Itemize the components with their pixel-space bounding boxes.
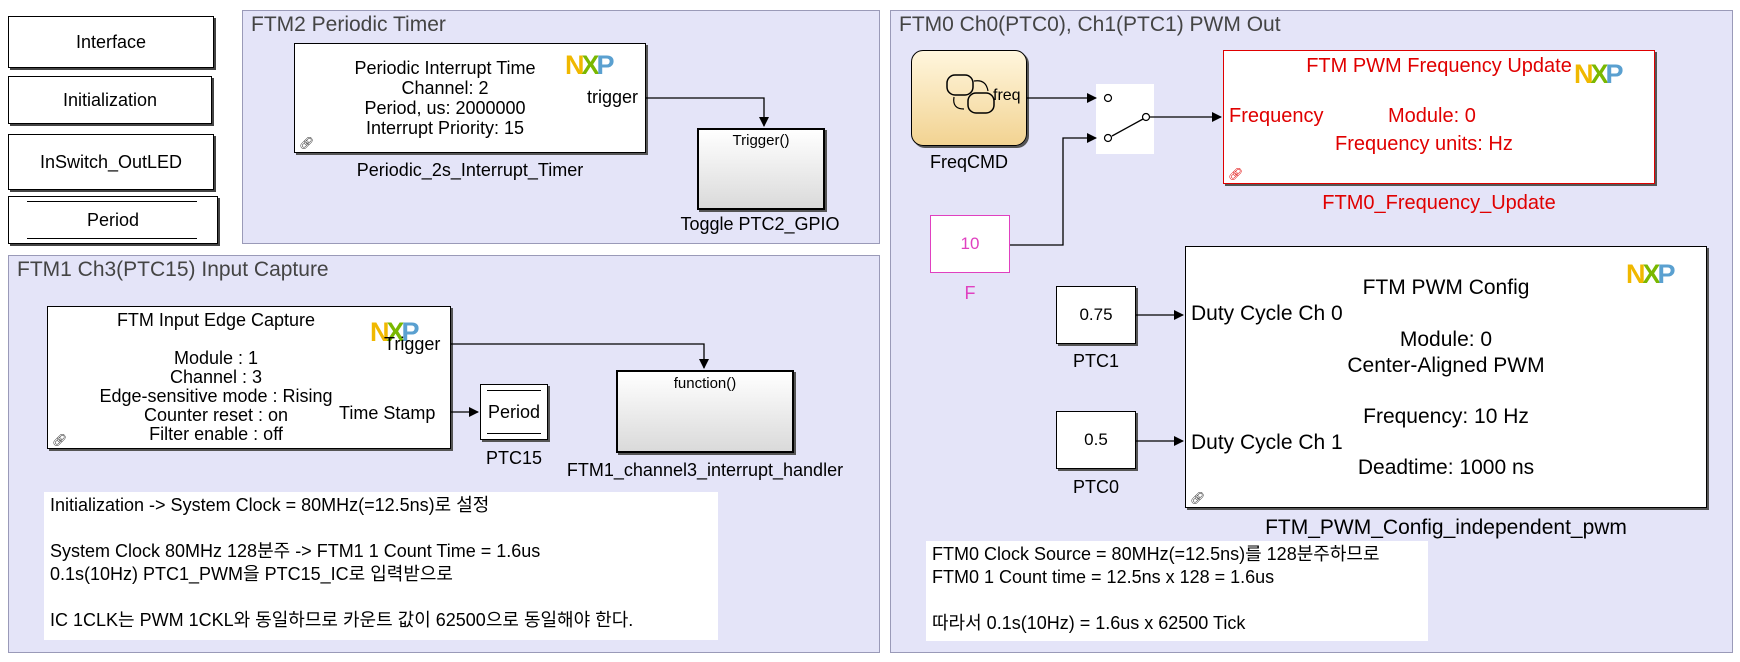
capture-title: FTM Input Edge Capture	[116, 310, 316, 330]
freq-update-title: FTM PWM Frequency Update	[1306, 55, 1572, 77]
ptc0-constant-name: PTC0	[1072, 477, 1119, 497]
frequency-update-block[interactable]: FTM PWM Frequency Update NXP Frequency M…	[1223, 50, 1655, 184]
pwm-duty-ch1-port: Duty Cycle Ch 1	[1191, 431, 1343, 454]
ptc1-constant-value: 0.75	[1079, 305, 1113, 324]
periodic-timer-name: Periodic_2s_Interrupt_Timer	[356, 160, 584, 180]
timer-line-4: Interrupt Priority: 15	[365, 118, 525, 138]
interrupt-handler-subsystem[interactable]: function()	[616, 370, 794, 453]
nxp-logo-icon: NXP	[1574, 59, 1624, 89]
freq-update-module: Module: 0	[1388, 105, 1476, 127]
wire-constant-f	[1010, 133, 1097, 246]
ftm1-note-line-3: System Clock 80MHz 128분주 -> FTM1 1 Count…	[50, 541, 541, 561]
freq-update-units: Frequency units: Hz	[1335, 133, 1513, 155]
toggle-gpio-name: Toggle PTC2_GPIO	[680, 214, 840, 234]
library-link-icon: 🔗︎	[1190, 491, 1206, 505]
ptc1-constant-block[interactable]: 0.75	[1056, 286, 1136, 344]
freq-update-frequency-port: Frequency	[1229, 105, 1324, 127]
capture-trigger-port: Trigger	[384, 334, 441, 354]
ftm1-note-line-4: 0.1s(10Hz) PTC1_PWM을 PTC15_IC로 입력받으로	[50, 564, 453, 584]
periodic-timer-block[interactable]: Periodic Interrupt Time Channel: 2 Perio…	[294, 43, 646, 153]
wire-capture-trigger	[451, 343, 709, 369]
period-block[interactable]: Period	[480, 384, 548, 440]
freqcmd-stateflow-chart[interactable]: freq	[911, 50, 1027, 146]
capture-timestamp-port: Time Stamp	[339, 403, 436, 423]
ftm1-note-line-6: IC 1CLK는 PWM 1CKL와 동일하므로 카운트 값이 62500으로 …	[50, 610, 634, 630]
period-button[interactable]: Period	[8, 196, 218, 244]
ptc0-constant-block[interactable]: 0.5	[1056, 411, 1136, 469]
pwm-config-name: FTM_PWM_Config_independent_pwm	[1265, 516, 1627, 539]
ftm2-area-title: FTM2 Periodic Timer	[251, 13, 446, 36]
freqcmd-name: FreqCMD	[929, 152, 1008, 172]
library-link-icon: 🔗︎	[52, 433, 68, 447]
ftm0-note-line-4: 따라서 0.1s(10Hz) = 1.6us x 62500 Tick	[932, 613, 1246, 633]
wire-timer-trigger	[646, 97, 769, 127]
pwm-config-title: FTM PWM Config	[1362, 276, 1530, 299]
pwm-duty-ch0-port: Duty Cycle Ch 0	[1191, 302, 1343, 325]
state-chart-icon	[946, 74, 995, 114]
timer-trigger-port: trigger	[587, 87, 639, 107]
initialization-button[interactable]: Initialization	[8, 76, 212, 124]
interface-button[interactable]: Interface	[8, 16, 214, 68]
frequency-update-name: FTM0_Frequency_Update	[1322, 192, 1556, 214]
capture-line-2: Channel : 3	[169, 367, 263, 387]
inswitch-outled-button[interactable]: InSwitch_OutLED	[8, 134, 214, 190]
ftm0-note-line-2: FTM0 1 Count time = 12.5ns x 128 = 1.6us	[932, 567, 1275, 587]
pwm-config-frequency: Frequency: 10 Hz	[1363, 405, 1529, 428]
nxp-logo-icon: NXP	[565, 50, 615, 80]
capture-line-3: Edge-sensitive mode : Rising	[99, 386, 333, 406]
period-block-name: PTC15	[485, 448, 543, 468]
toggle-trigger-header: Trigger()	[732, 132, 790, 149]
ftm0-annotation: FTM0 Clock Source = 80MHz(=12.5ns)를 128분…	[926, 541, 1428, 641]
input-capture-block[interactable]: FTM Input Edge Capture Module : 1 Channe…	[47, 306, 451, 449]
constant-f-name: F	[964, 283, 976, 303]
capture-line-4: Counter reset : on	[143, 405, 289, 425]
ftm1-annotation: Initialization -> System Clock = 80MHz(=…	[44, 492, 718, 640]
handler-function-header: function()	[673, 375, 737, 392]
nxp-logo-icon: NXP	[1626, 259, 1676, 289]
library-link-icon: 🔗︎	[299, 136, 315, 150]
library-link-icon: 🔗︎	[1228, 167, 1244, 181]
toggle-gpio-subsystem[interactable]: Trigger()	[697, 128, 825, 210]
pwm-config-block[interactable]: FTM PWM Config NXP Duty Cycle Ch 0 Modul…	[1185, 246, 1707, 508]
ftm0-note-line-1: FTM0 Clock Source = 80MHz(=12.5ns)를 128분…	[932, 544, 1380, 564]
ptc1-constant-name: PTC1	[1072, 351, 1119, 371]
ftm0-area-title: FTM0 Ch0(PTC0), Ch1(PTC1) PWM Out	[899, 13, 1281, 36]
timer-line-2: Channel: 2	[401, 78, 489, 98]
interrupt-handler-name: FTM1_channel3_interrupt_handler	[566, 460, 844, 480]
pwm-config-deadtime: Deadtime: 1000 ns	[1357, 456, 1535, 479]
period-button-label: Period	[86, 209, 140, 230]
capture-line-5: Filter enable : off	[149, 424, 283, 444]
pwm-config-mode: Center-Aligned PWM	[1347, 354, 1545, 377]
ftm1-note-line-1: Initialization -> System Clock = 80MHz(=…	[50, 495, 490, 515]
pwm-config-module: Module: 0	[1399, 328, 1493, 351]
timer-line-3: Period, us: 2000000	[364, 98, 526, 118]
capture-line-1: Module : 1	[173, 348, 259, 368]
ftm1-area-title: FTM1 Ch3(PTC15) Input Capture	[17, 258, 329, 281]
ptc0-constant-value: 0.5	[1084, 430, 1108, 449]
timer-line-1: Periodic Interrupt Time	[354, 58, 536, 78]
freqcmd-freq-port: freq	[993, 87, 1021, 104]
switch-icon	[1103, 93, 1151, 143]
constant-f-block[interactable]: 10	[930, 215, 1010, 273]
period-block-label: Period	[487, 401, 541, 422]
nxp-logo-icon: NXP	[370, 317, 420, 347]
constant-f-value: 10	[960, 234, 980, 253]
